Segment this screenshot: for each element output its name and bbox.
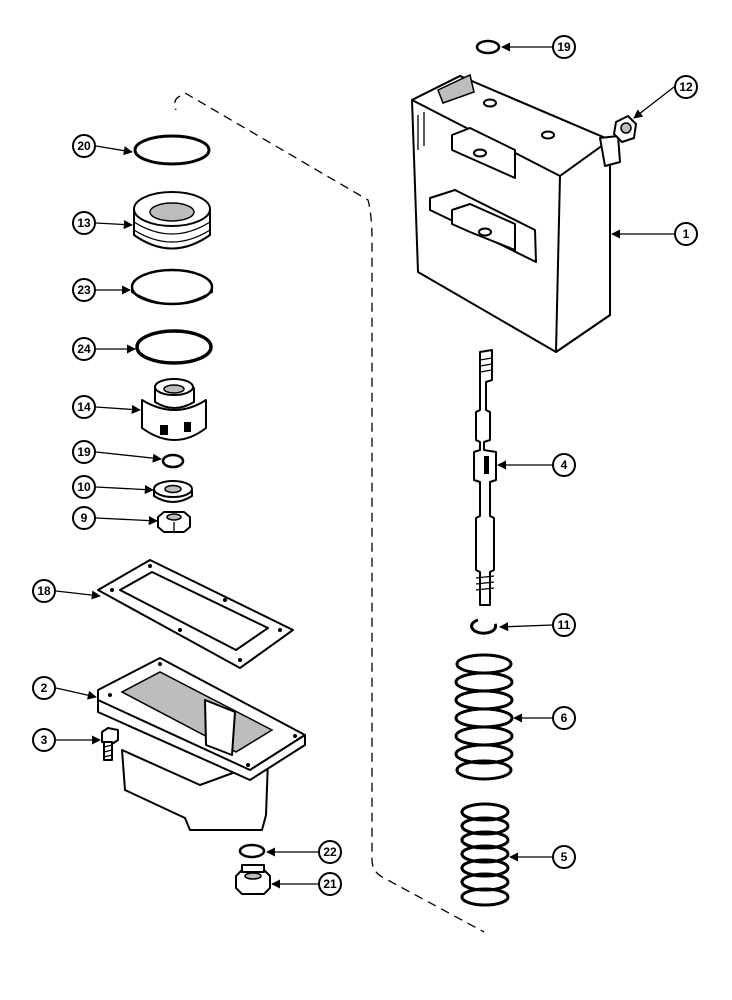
callout-5-label: 5 — [561, 850, 568, 864]
callout-13-label: 13 — [77, 216, 91, 230]
callout-24: 24 — [72, 337, 96, 361]
callout-12: 12 — [674, 75, 698, 99]
part-1-valve-body — [411, 73, 621, 353]
callout-5: 5 — [552, 845, 576, 869]
part-22-o-ring — [238, 843, 266, 859]
part-21-plug — [235, 864, 271, 895]
callout-20-label: 20 — [77, 139, 91, 153]
callout-2-label: 2 — [41, 681, 48, 695]
part-12-plug — [613, 115, 637, 143]
callout-23: 23 — [72, 278, 96, 302]
part-11-snap-ring — [470, 618, 498, 635]
callout-6: 6 — [552, 706, 576, 730]
part-19-small-o-ring — [161, 453, 185, 469]
callout-11: 11 — [552, 613, 576, 637]
callout-9-label: 9 — [81, 511, 88, 525]
callout-1-label: 1 — [683, 227, 690, 241]
callout-18-label: 18 — [37, 584, 51, 598]
part-9-nut — [157, 511, 191, 533]
part-20-o-ring — [133, 134, 211, 166]
part-18-gasket — [97, 559, 294, 669]
callout-19-top: 19 — [552, 35, 576, 59]
part-4-spool-shaft — [473, 349, 497, 606]
callout-20: 20 — [72, 134, 96, 158]
callout-13: 13 — [72, 211, 96, 235]
callout-19-top-label: 19 — [557, 40, 571, 54]
part-24-o-ring — [135, 329, 213, 365]
part-23-backup-ring — [130, 268, 214, 306]
callout-22: 22 — [318, 840, 342, 864]
part-13-seal-ring — [133, 191, 211, 250]
callout-1: 1 — [674, 222, 698, 246]
assembly-boundary-dashed-line — [174, 92, 485, 933]
callout-18: 18 — [32, 579, 56, 603]
leader-lines — [55, 42, 675, 889]
callout-22-label: 22 — [323, 845, 337, 859]
part-10-washer — [153, 480, 193, 503]
callout-3: 3 — [32, 728, 56, 752]
callout-11-label: 11 — [558, 618, 571, 632]
part-19-top-o-ring — [475, 39, 501, 55]
callout-21-label: 21 — [323, 877, 337, 891]
callout-23-label: 23 — [77, 283, 91, 297]
part-6-spring — [454, 653, 514, 781]
callout-9: 9 — [72, 506, 96, 530]
callout-10: 10 — [72, 475, 96, 499]
part-2-housing — [97, 657, 306, 831]
part-3-bolt — [101, 727, 119, 761]
callout-14-label: 14 — [77, 400, 91, 414]
callout-21: 21 — [318, 872, 342, 896]
callout-14: 14 — [72, 395, 96, 419]
part-14-piston — [141, 378, 207, 441]
callout-4-label: 4 — [561, 458, 568, 472]
callout-6-label: 6 — [561, 711, 568, 725]
callout-10-label: 10 — [77, 480, 91, 494]
callout-12-label: 12 — [679, 80, 693, 94]
callout-19-left: 19 — [72, 440, 96, 464]
callout-4: 4 — [552, 453, 576, 477]
callout-19-left-label: 19 — [77, 445, 91, 459]
callout-2: 2 — [32, 676, 56, 700]
part-5-spring — [460, 802, 510, 907]
callout-24-label: 24 — [77, 342, 91, 356]
callout-3-label: 3 — [41, 733, 48, 747]
